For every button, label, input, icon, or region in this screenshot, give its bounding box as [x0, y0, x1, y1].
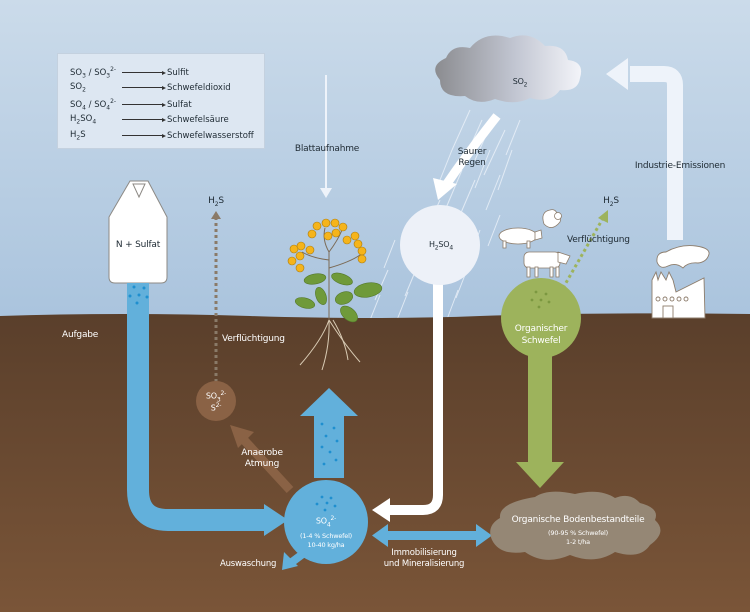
leaf-uptake-label: Blattaufnahme [294, 144, 360, 154]
so2-cloud [435, 35, 582, 103]
soil [0, 313, 750, 612]
immobilization-label-1: Immobilisierung [391, 548, 457, 558]
volatilization-left-arrowhead [211, 211, 221, 219]
immobilization-label-2: und Mineralisierung [383, 559, 465, 569]
volatilization-right-label: Verflüchtigung [567, 235, 630, 245]
soil-organic-matter [490, 491, 661, 560]
plant-roots [299, 319, 361, 371]
legend-row: SO4 / SO42- Sulfat [70, 98, 192, 112]
fertilizer-label: N + Sulfat [115, 240, 161, 250]
acid-rain-arrowhead [433, 178, 457, 200]
industry-label: Industrie-Emissionen [634, 161, 726, 171]
legend-name: Schwefeldioxid [167, 82, 231, 93]
legend-arrow-icon [122, 133, 166, 138]
leaching-label: Auswaschung [220, 559, 277, 569]
sulfate-dots [315, 495, 337, 512]
som-share: (90-95 % Schwefel) [548, 529, 608, 537]
legend-formula: SO4 / SO42- [70, 98, 117, 112]
legend-row: SO2 Schwefeldioxid [70, 82, 231, 94]
h2so4-label: H2SO4 [428, 240, 454, 252]
legend-row: H2SO4 Schwefelsäure [70, 114, 229, 126]
leaching-arrow [289, 549, 307, 566]
fertilizer-dots [128, 285, 149, 305]
legend-formula: SO2 [70, 82, 86, 94]
sulfate-share: (1-4 % Schwefel) [299, 532, 353, 540]
sulfate-circle [284, 480, 368, 564]
legend-formula: SO3 / SO32- [70, 66, 117, 80]
legend-name: Sulfit [167, 67, 189, 78]
application-arrowhead [264, 504, 288, 536]
anaerobic-label-2: Atmung [244, 459, 280, 469]
acid-rain-label-1: Saurer [457, 147, 487, 157]
legend-row: SO3 / SO32- Sulfit [70, 66, 189, 80]
sulfate-amount: 10-40 kg/ha [307, 541, 345, 549]
fertilizer-bag [108, 180, 168, 284]
legend-name: Sulfat [167, 99, 192, 110]
volatilization-right-arrowhead [598, 210, 608, 223]
plant-icon [287, 218, 383, 371]
reduced-sulfur-circle [196, 381, 236, 421]
som-title: Organische Bodenbestandteile [511, 515, 645, 525]
anaerobic-label-1: Anaerobe [241, 448, 283, 458]
uptake-dots [320, 422, 339, 466]
industry-arrowhead [606, 58, 628, 90]
acid-rain-arrow [442, 113, 501, 188]
legend-name: Schwefelsäure [167, 114, 229, 125]
reduced-sulfur-label-2: S2- [210, 402, 222, 413]
leaf-uptake-arrowhead [320, 188, 332, 198]
legend-box: SO3 / SO32- Sulfit SO2 Schwefeldioxid SO… [57, 53, 265, 149]
sulfate-label: SO42- [315, 515, 337, 529]
anaerobic-arrowhead [230, 425, 254, 448]
industry-emission-arrow [630, 66, 683, 240]
acid-rain-label-2: Regen [458, 158, 486, 168]
reduced-sulfur-label-1: SO32- [205, 390, 227, 404]
anaerobic-arrow [240, 436, 294, 494]
application-label: Aufgabe [62, 330, 99, 340]
legend-arrow-icon [122, 70, 166, 75]
chicken-icon [542, 209, 562, 228]
factory-icon [651, 245, 710, 319]
organic-dots [530, 290, 551, 309]
h2s-right-label: H2S [603, 196, 619, 208]
organic-sulfur-circle [501, 278, 581, 358]
cow-icon [523, 251, 571, 278]
h2s-left-label: H2S [208, 196, 224, 208]
pig-icon [498, 227, 543, 249]
volatilization-right-arrow [561, 219, 604, 289]
legend-formula: H2SO4 [70, 114, 97, 126]
volatilization-left-label: Verflüchtigung [222, 334, 285, 344]
leaching-arrowhead [282, 552, 298, 570]
legend-arrow-icon [122, 85, 166, 90]
organic-sulfur-label-1: Organischer [514, 324, 568, 334]
legend-arrow-icon [122, 102, 166, 107]
cloud-label: SO2 [512, 77, 528, 89]
som-amount: 1-2 t/ha [566, 538, 590, 546]
h2so4-arrowhead [372, 498, 390, 522]
organic-sulfur-label-2: Schwefel [521, 336, 561, 346]
h2so4-to-sulfate-arrow [388, 270, 443, 515]
application-arrow [127, 283, 270, 531]
h2so4-circle [400, 205, 480, 285]
immobilization-double-arrow [372, 524, 492, 547]
legend-name: Schwefelwasserstoff [167, 130, 254, 141]
legend-formula: H2S [70, 130, 86, 142]
legend-row: H2S Schwefelwasserstoff [70, 130, 254, 142]
plant-uptake-arrow [300, 388, 358, 478]
legend-arrow-icon [122, 117, 166, 122]
